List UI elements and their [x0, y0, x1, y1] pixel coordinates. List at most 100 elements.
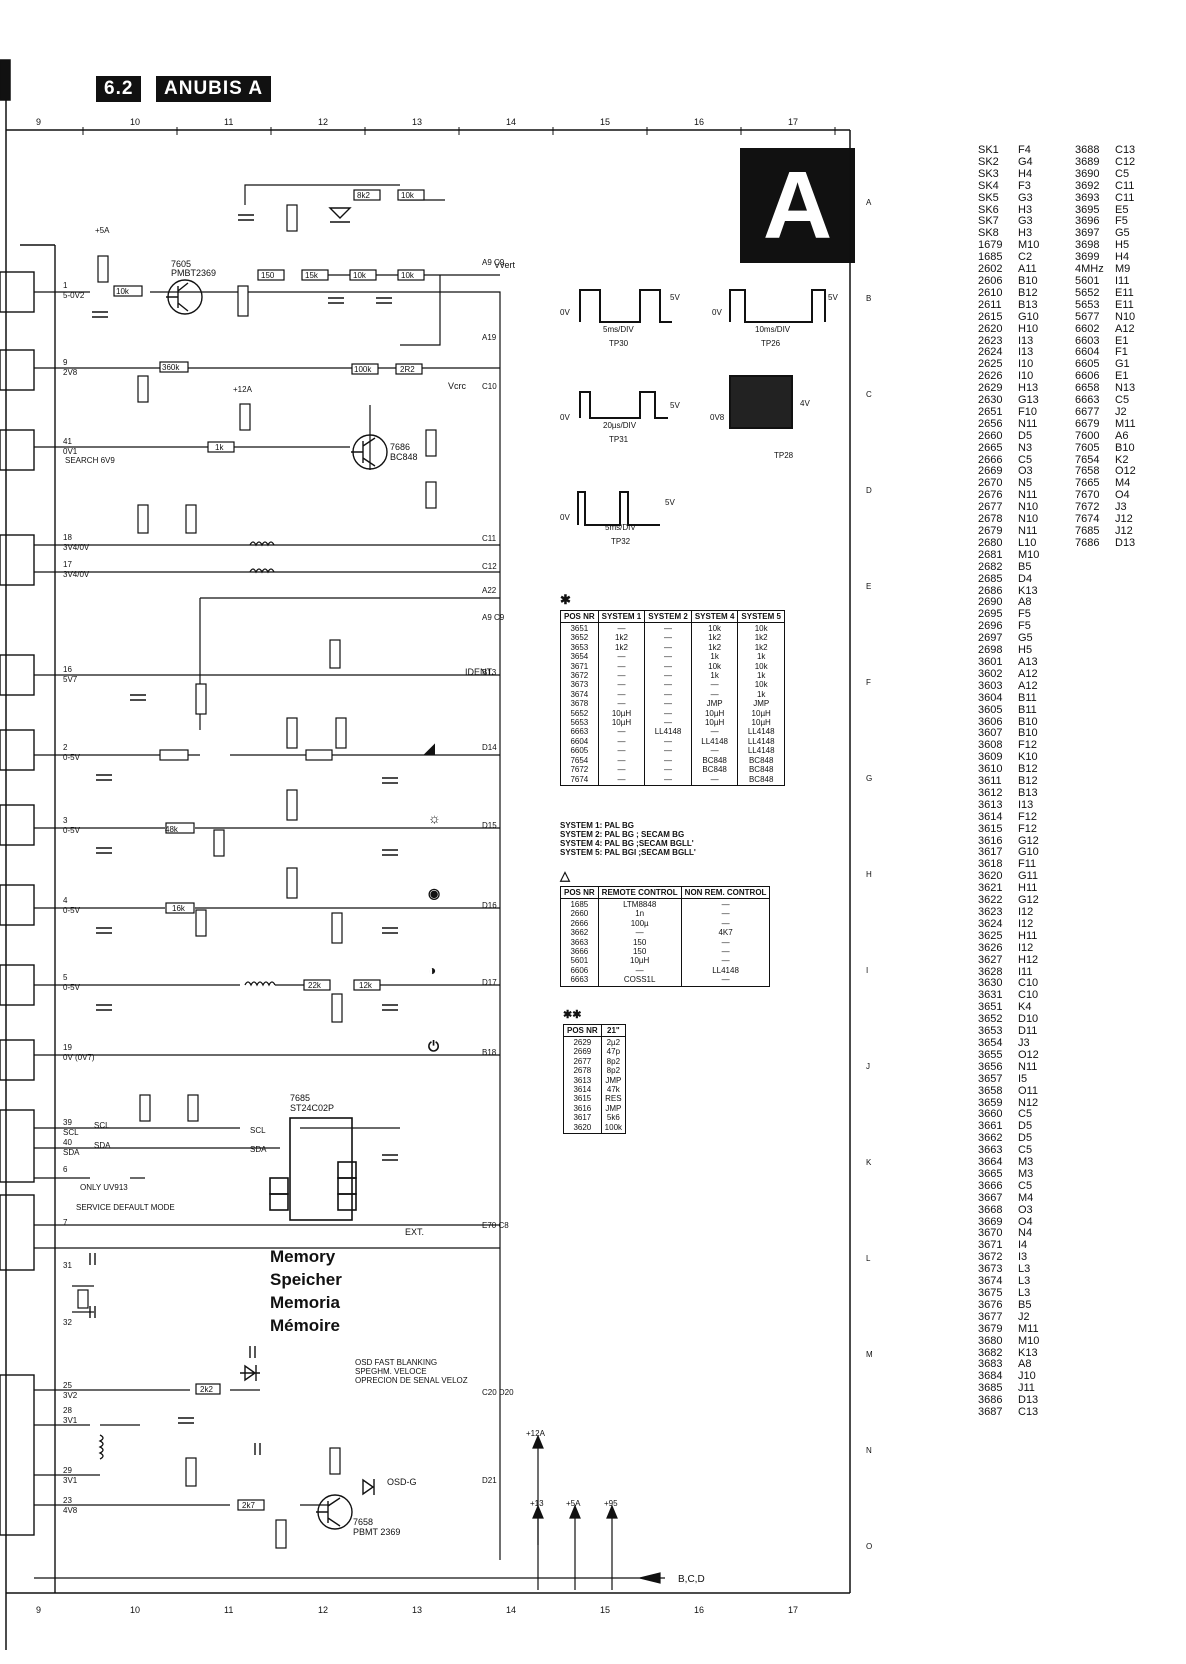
index-ref: 3614	[978, 810, 1003, 823]
index-grid: I12	[1018, 906, 1034, 918]
waveform-testpoint: TP31	[609, 435, 629, 444]
table-cell: —	[721, 956, 730, 966]
table-cell: 7672	[570, 765, 589, 775]
index-grid: A12	[1018, 667, 1038, 680]
index-ref: 3615	[978, 822, 1003, 835]
pin-number: 5	[63, 973, 68, 982]
index-ref: 3679	[978, 1322, 1003, 1335]
index-grid: G12	[1018, 834, 1039, 847]
index-grid: G10	[1018, 846, 1039, 859]
table-cell: BC848	[748, 774, 774, 784]
table-cell: —	[617, 746, 626, 756]
page-title: ANUBIS A	[156, 76, 272, 102]
table-cell: 2660	[570, 909, 589, 919]
grid-col-top: 9	[36, 117, 41, 127]
table-cell: BC848	[702, 765, 727, 775]
r3625-value-b: 16k	[172, 904, 186, 913]
table-cell: —	[721, 909, 730, 919]
table-cell: 100µ	[630, 918, 649, 928]
table-cell: —	[664, 680, 673, 690]
r3631-value: 360k	[162, 363, 180, 372]
index-grid: C5	[1018, 1144, 1033, 1157]
index-ref: 2665	[978, 441, 1003, 454]
table-column: ———————————LL4148—————	[644, 622, 692, 786]
ic-7685	[269, 1117, 357, 1221]
q7605-type: PMBT2369	[171, 268, 216, 278]
index-ref: 6677	[1075, 405, 1100, 418]
osd-fast-3: OPRECION DE SENAL VELOZ	[355, 1376, 468, 1385]
grid-col-top: 11	[224, 117, 233, 127]
grid-col-bottom: 9	[36, 1605, 41, 1615]
table-cell: 1k2	[615, 633, 628, 643]
waveform-amplitude: 4V	[800, 399, 810, 408]
table-cell: 3651	[570, 624, 589, 633]
grid-row-label: G	[866, 774, 872, 783]
connector-label: C20 D20	[482, 1388, 514, 1397]
table-header: POS NR	[560, 886, 599, 899]
supply-12a-right: +12A	[526, 1429, 546, 1438]
table-cell: —	[710, 689, 719, 699]
index-ref: 4MHz	[1075, 263, 1104, 276]
grid-col-bottom: 17	[788, 1605, 798, 1615]
index-ref: 3676	[978, 1298, 1003, 1311]
index-grid: G11	[1018, 870, 1038, 883]
index-grid: B10	[1018, 715, 1038, 728]
osd-fast-2: SPEGHM. VELOCE	[355, 1367, 427, 1376]
pin-number: 39	[63, 1118, 72, 1127]
index-ref: 3621	[978, 882, 1003, 895]
index-grid: I13	[1018, 334, 1034, 347]
index-entry: 2610 B12	[978, 286, 1039, 300]
standby-icon: ⏻	[428, 1038, 440, 1054]
r3658-value: 2k7	[242, 1501, 255, 1510]
grid-row-label: J	[866, 1062, 870, 1071]
table-cell: —	[721, 937, 730, 947]
index-grid: B12	[1018, 286, 1038, 299]
index-ref: 2610	[978, 286, 1003, 299]
table-cell: 6605	[570, 746, 589, 756]
table-cell: 1k2	[754, 642, 768, 652]
index-grid: K10	[1018, 751, 1038, 764]
index-ref: 2677	[978, 501, 1003, 514]
index-grid: J12	[1115, 525, 1133, 537]
waveform-testpoint: TP28	[774, 451, 794, 460]
index-grid: H4	[1115, 251, 1130, 264]
index-ref: 3665	[978, 1167, 1003, 1180]
index-grid: E11	[1115, 286, 1134, 299]
index-grid: I5	[1018, 1072, 1028, 1085]
waveform-testpoint: TP26	[761, 339, 781, 348]
connector-label: A9 C9	[482, 613, 505, 622]
index-ref: 3653	[978, 1025, 1003, 1038]
index-grid: D4	[1018, 572, 1033, 585]
table-cell: LL4148	[701, 736, 728, 746]
index-ref: 2676	[978, 489, 1003, 502]
index-grid: J11	[1018, 1382, 1035, 1395]
index-ref: 3698	[1075, 239, 1100, 252]
ic7685-type: ST24C02P	[290, 1103, 334, 1113]
r3620-value: 48k	[165, 825, 179, 834]
signal-vvert: Vvert	[494, 260, 516, 270]
pin-number: 4	[63, 896, 68, 905]
index-grid: M4	[1018, 1191, 1034, 1204]
